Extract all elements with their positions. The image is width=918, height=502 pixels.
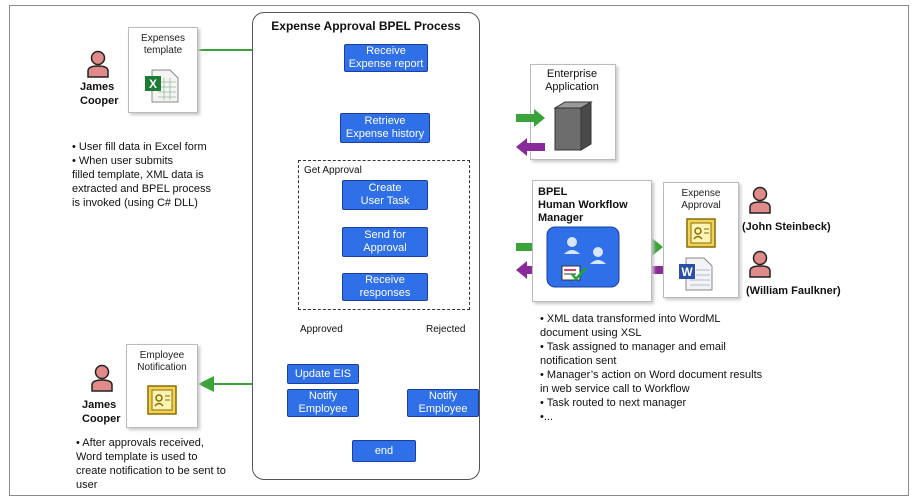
decision-label: Check outcome: [367, 323, 403, 343]
step-notify-employee-approved[interactable]: Notify Employee: [287, 389, 359, 417]
person-icon: [90, 364, 114, 397]
person-icon: [748, 250, 772, 283]
step-notify-employee-rejected[interactable]: Notify Employee: [407, 389, 479, 417]
workflow-icon: [546, 226, 620, 293]
approved-label: Approved: [300, 324, 343, 335]
note-item: •...: [540, 411, 554, 423]
step-create-user-task[interactable]: Create User Task: [342, 180, 428, 210]
note-item: • Task assigned to manager and email not…: [540, 341, 726, 367]
approval-template-icon: [686, 218, 716, 253]
get-approval-label: Get Approval: [304, 165, 362, 176]
arrow-from-workflow: [516, 261, 545, 279]
employee-notification-label: Employee Notification: [137, 350, 187, 373]
note-item: • When user submits filled template, XML…: [72, 155, 212, 209]
step-retrieve-expense-history[interactable]: Retrieve Expense history: [340, 113, 430, 143]
step-receive-responses[interactable]: Receive responses: [342, 273, 428, 301]
enterprise-application-label: Enterprise Application: [545, 68, 599, 93]
person-name-james-cooper: James Cooper: [80, 81, 119, 107]
right-notes: • XML data transformed into WordML docum…: [540, 312, 820, 424]
get-approval-scope: [298, 160, 470, 310]
arrow-from-enterprise: [516, 138, 545, 156]
step-send-for-approval[interactable]: Send for Approval: [342, 227, 428, 257]
left-bottom-notes: • After approvals received, Word templat…: [76, 436, 256, 492]
rejected-label: Rejected: [426, 324, 466, 335]
person-icon: [748, 186, 772, 219]
note-item: • Task routed to next manager: [540, 397, 687, 409]
word-document-icon: W: [678, 256, 714, 297]
step-end[interactable]: end: [352, 440, 416, 462]
approver-john-steinbeck: (John Steinbeck): [742, 221, 831, 233]
person-name-james-cooper-bottom: James Cooper: [82, 399, 121, 425]
expenses-template-label: Expenses template: [141, 33, 185, 56]
arrow-to-enterprise: [516, 109, 545, 127]
workflow-manager-label: BPEL Human Workflow Manager: [538, 186, 628, 224]
expense-approval-label: Expense Approval: [681, 188, 721, 211]
note-item: • User fill data in Excel form: [72, 141, 207, 153]
notification-template-icon: [147, 385, 177, 420]
svg-text:X: X: [149, 77, 157, 91]
process-title: Expense Approval BPEL Process: [271, 19, 461, 33]
outer-frame: [9, 5, 909, 496]
note-item: • XML data transformed into WordML docum…: [540, 313, 721, 339]
excel-file-icon: X: [144, 68, 180, 109]
svg-text:W: W: [681, 265, 693, 279]
server-icon: [551, 100, 595, 157]
approver-william-faulkner: (William Faulkner): [746, 285, 841, 297]
note-item: • After approvals received, Word templat…: [76, 437, 226, 491]
step-receive-expense-report[interactable]: Receive Expense report: [344, 44, 428, 72]
note-item: • Manager’s action on Word document resu…: [540, 369, 763, 395]
person-icon: [86, 50, 110, 83]
step-update-eis[interactable]: Update EIS: [287, 364, 359, 384]
left-top-notes: • User fill data in Excel form • When us…: [72, 140, 252, 210]
